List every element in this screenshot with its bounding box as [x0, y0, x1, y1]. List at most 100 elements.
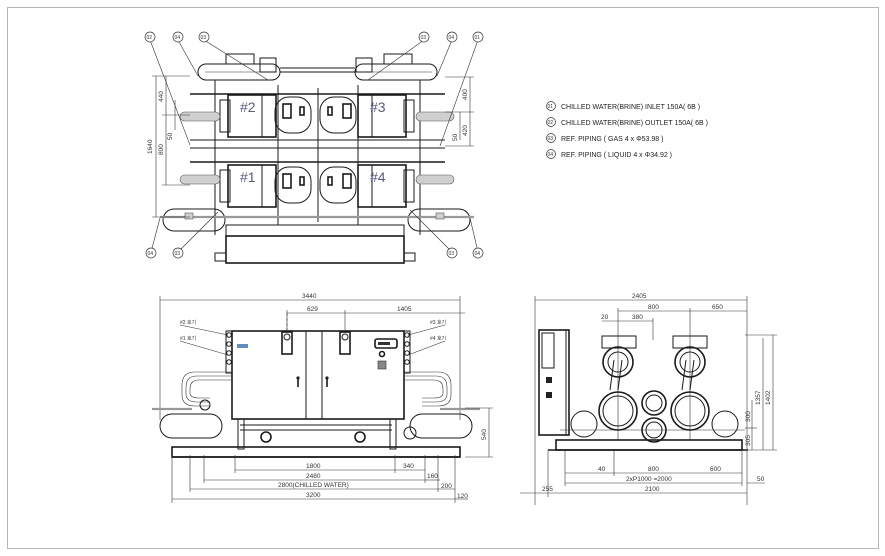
front-dims-bottom: 1800 340 2480 160 2800(CHILLED WATER) 20… [171, 455, 468, 503]
callout-leaders [149, 39, 479, 253]
dim-600: 600 [710, 466, 721, 473]
side-receiver-left [570, 410, 598, 438]
svg-text:01: 01 [548, 104, 554, 110]
dim-1640: 1640 [147, 139, 154, 154]
compressor-top-right [339, 331, 351, 355]
dim-1405: 1405 [397, 306, 412, 313]
dim-800-bottom: 800 [648, 466, 659, 473]
dim-160: 160 [427, 473, 438, 480]
callout-bubble: 04 [446, 31, 458, 43]
dim-20: 20 [601, 314, 609, 321]
svg-text:02: 02 [147, 35, 153, 41]
dim-1402: 1402 [765, 390, 772, 405]
svg-text:CHILLED WATER(BRINE) OUTLET 15: CHILLED WATER(BRINE) OUTLET 150A( 6B ) [561, 120, 708, 127]
svg-text:03: 03 [175, 251, 181, 257]
plan-dims-right: 400 420 50 [445, 76, 474, 147]
brand-label [237, 344, 248, 348]
dim-3200: 3200 [306, 492, 321, 499]
unit-label-4: #4 [370, 169, 386, 185]
unit-tag-4: #4 호기 [430, 335, 446, 342]
dim-2800: 2800(CHILLED WATER) [278, 482, 349, 489]
dim-2405: 2405 [632, 293, 647, 300]
callout-bubble: 03 [446, 247, 458, 259]
compressor-3 [319, 94, 415, 138]
compressor-4 [319, 164, 415, 208]
dim-40: 40 [598, 466, 606, 473]
svg-text:03: 03 [201, 35, 207, 41]
upper-header-right [354, 53, 438, 81]
svg-text:01: 01 [475, 35, 481, 41]
unit-label-3: #3 [370, 99, 386, 115]
plan-view: #2 #3 #1 #4 [144, 31, 484, 264]
plan-dims-left: 1640 440 800 50 [147, 75, 190, 218]
dim-420: 420 [462, 125, 469, 136]
callout-bubble: 04 [472, 247, 484, 259]
front-view: 3440 629 1405 #2 호기 #1 호기 #3 호기 #4 호기 [152, 293, 493, 503]
callout-bubble: 01 [472, 31, 484, 43]
callout-bubble: 03 [418, 31, 430, 43]
dim-50-left: 50 [167, 132, 174, 140]
unit-tag-2: #2 호기 [180, 319, 196, 326]
legend: 01 CHILLED WATER(BRINE) INLET 150A( 6B )… [546, 101, 708, 159]
svg-text:03: 03 [421, 35, 427, 41]
unit-tag-1: #1 호기 [180, 335, 196, 342]
dim-1357: 1357 [755, 390, 762, 405]
dim-3440: 3440 [302, 293, 317, 300]
dim-440: 440 [158, 91, 165, 102]
dim-2480: 2480 [306, 473, 321, 480]
base-frame [225, 235, 405, 264]
side-compressor-left [601, 335, 637, 391]
callout-bubble: 03 [198, 31, 210, 43]
svg-text:REF. PIPING ( GAS 4 x Φ53.98 ): REF. PIPING ( GAS 4 x Φ53.98 ) [561, 136, 663, 143]
dim-255: 255 [542, 486, 553, 493]
dim-800: 800 [158, 144, 165, 155]
dim-50-side: 50 [757, 476, 765, 483]
dim-50-right: 50 [452, 133, 459, 141]
legend-item: 03 REF. PIPING ( GAS 4 x Φ53.98 ) [546, 133, 663, 143]
legend-item: 01 CHILLED WATER(BRINE) INLET 150A( 6B ) [546, 101, 700, 111]
side-view: 2405 800 650 20 380 [520, 293, 777, 505]
valves-upper [282, 103, 352, 119]
dim-340: 340 [403, 463, 414, 470]
svg-text:04: 04 [449, 35, 455, 41]
side-control-cabinet [538, 329, 570, 436]
svg-text:04: 04 [175, 35, 181, 41]
callout-bubble: 02 [144, 31, 156, 43]
callout-bubble: 04 [172, 31, 184, 43]
legend-item: 02 CHILLED WATER(BRINE) OUTLET 150A( 6B … [546, 117, 708, 127]
unit-label-1: #1 [240, 169, 256, 185]
dim-629: 629 [307, 306, 318, 313]
dim-800-top: 800 [648, 304, 659, 311]
compressor-1 [219, 164, 312, 208]
svg-text:04: 04 [548, 152, 554, 158]
display-panel [374, 338, 398, 349]
svg-text:04: 04 [148, 251, 154, 257]
lower-header-right [388, 208, 474, 232]
svg-text:03: 03 [449, 251, 455, 257]
svg-text:04: 04 [475, 251, 481, 257]
side-dims-bottom: 40 800 600 2xP1000 =2000 50 2100 255 [520, 450, 765, 497]
receiver-right [409, 413, 473, 439]
dim-2100: 2100 [645, 486, 660, 493]
upper-header-left [197, 53, 281, 81]
control-panel [225, 330, 411, 420]
dim-540: 540 [481, 429, 488, 440]
compressor-2 [219, 94, 312, 138]
callout-bubble: 04 [145, 247, 157, 259]
unit-tag-3: #3 호기 [430, 319, 446, 326]
side-compressor-right [672, 335, 708, 391]
dim-650: 650 [712, 304, 723, 311]
svg-text:03: 03 [548, 136, 554, 142]
compressor-top-left [281, 313, 293, 355]
drawing-frame [7, 7, 879, 549]
dim-pitch: 2xP1000 =2000 [626, 476, 672, 483]
side-dims-right: 1402 1357 300 305 [745, 334, 777, 451]
legend-item: 04 REF. PIPING ( LIQUID 4 x Φ34.92 ) [546, 149, 672, 159]
dim-305: 305 [745, 435, 752, 446]
svg-text:CHILLED WATER(BRINE) INLET 15: CHILLED WATER(BRINE) INLET 150A( 6B ) [561, 104, 700, 111]
side-header-upper [641, 390, 667, 416]
unit-label-2: #2 [240, 99, 256, 115]
dim-400: 400 [462, 89, 469, 100]
front-base [171, 446, 461, 458]
